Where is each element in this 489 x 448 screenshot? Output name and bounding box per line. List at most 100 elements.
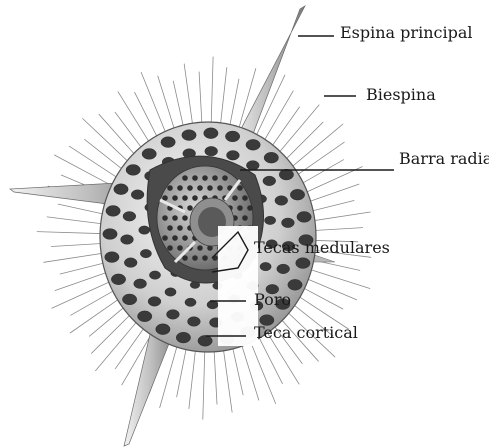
bristle-spine [37, 232, 108, 234]
bristle-spine [222, 342, 232, 412]
pore [156, 324, 170, 335]
pore [134, 279, 147, 289]
pore [185, 298, 196, 306]
pore [165, 288, 176, 296]
medullary-pore [162, 215, 168, 221]
medullary-pore [197, 245, 203, 251]
medullary-pore [242, 195, 248, 201]
medullary-pore [167, 245, 173, 251]
medullary-pore [172, 195, 178, 201]
medullary-pore [177, 225, 183, 231]
pore [142, 149, 156, 160]
medullary-pore [172, 215, 178, 221]
pore [275, 196, 288, 206]
pore [122, 294, 136, 305]
medullary-pore [182, 195, 188, 201]
label-biespina: Biespina [366, 87, 436, 103]
medullary-pore [192, 175, 198, 181]
medullary-pore [182, 215, 188, 221]
medullary-pore [167, 225, 173, 231]
pore [198, 335, 212, 346]
pore [277, 264, 290, 274]
medullary-pore [187, 185, 193, 191]
pore [126, 165, 140, 176]
medullary-pore [202, 175, 208, 181]
pore [167, 310, 180, 320]
pore [124, 258, 137, 268]
bristle-spine [307, 212, 370, 222]
bristle-spine [211, 57, 213, 131]
medullary-pore [167, 185, 173, 191]
pore [290, 189, 304, 200]
pore [114, 184, 128, 195]
bristle-spine [184, 64, 193, 132]
pore [103, 229, 117, 240]
bristle-spine [303, 184, 359, 204]
bristle-spine [83, 119, 134, 167]
medullary-pore [197, 185, 203, 191]
pore [260, 262, 271, 270]
bristle-spine [301, 276, 357, 300]
medullary-pore [207, 185, 213, 191]
pore [246, 161, 259, 171]
bristle-spine [52, 279, 116, 308]
pore [264, 152, 278, 163]
pore [121, 235, 134, 245]
medullary-pore [247, 205, 253, 211]
medullary-pore [232, 195, 238, 201]
label-poro: Poro [254, 292, 291, 308]
pore [111, 274, 125, 285]
pore [140, 249, 151, 257]
pore [148, 297, 161, 307]
medullary-pore [237, 185, 243, 191]
bristle-spine [220, 68, 227, 132]
pore [246, 139, 260, 150]
pore [182, 130, 196, 141]
medullary-pore [202, 255, 208, 261]
medullary-pore [162, 235, 168, 241]
medullary-pore [242, 215, 248, 221]
medullary-pore [192, 255, 198, 261]
pore [188, 317, 201, 327]
medullary-pore [177, 245, 183, 251]
label-panel [218, 226, 258, 346]
pore [282, 218, 295, 228]
medullary-pore [182, 235, 188, 241]
pore [297, 212, 311, 223]
pore [225, 131, 239, 142]
pore [123, 212, 136, 222]
medullary-pore [212, 175, 218, 181]
pore [204, 128, 218, 139]
medullary-pore [172, 235, 178, 241]
pore [207, 301, 218, 309]
medullary-pore [217, 185, 223, 191]
bristle-spine [44, 252, 109, 262]
pore [106, 206, 120, 217]
pore [205, 146, 218, 156]
pore [263, 176, 276, 186]
pore [149, 271, 160, 279]
pore [161, 137, 175, 148]
medullary-pore [222, 175, 228, 181]
medullary-pore [192, 195, 198, 201]
pore [139, 226, 150, 234]
pore [105, 252, 119, 263]
label-espina-principal: Espina principal [340, 25, 472, 41]
pore [296, 258, 310, 269]
pore [176, 332, 190, 343]
pore [265, 216, 276, 224]
pore [288, 279, 302, 290]
pore [131, 190, 144, 200]
medullary-pore [177, 185, 183, 191]
bristle-spine [47, 217, 109, 225]
bristle-spine [141, 72, 168, 139]
label-teca-cortical: Teca cortical [254, 325, 358, 341]
medullary-pore [182, 175, 188, 181]
medullary-pore [237, 205, 243, 211]
label-barra-radial: Barra radial [399, 151, 489, 167]
bristle-spine [203, 343, 205, 419]
bristle-spine [189, 342, 196, 408]
bristle-spine [300, 167, 362, 196]
pore [227, 151, 240, 161]
